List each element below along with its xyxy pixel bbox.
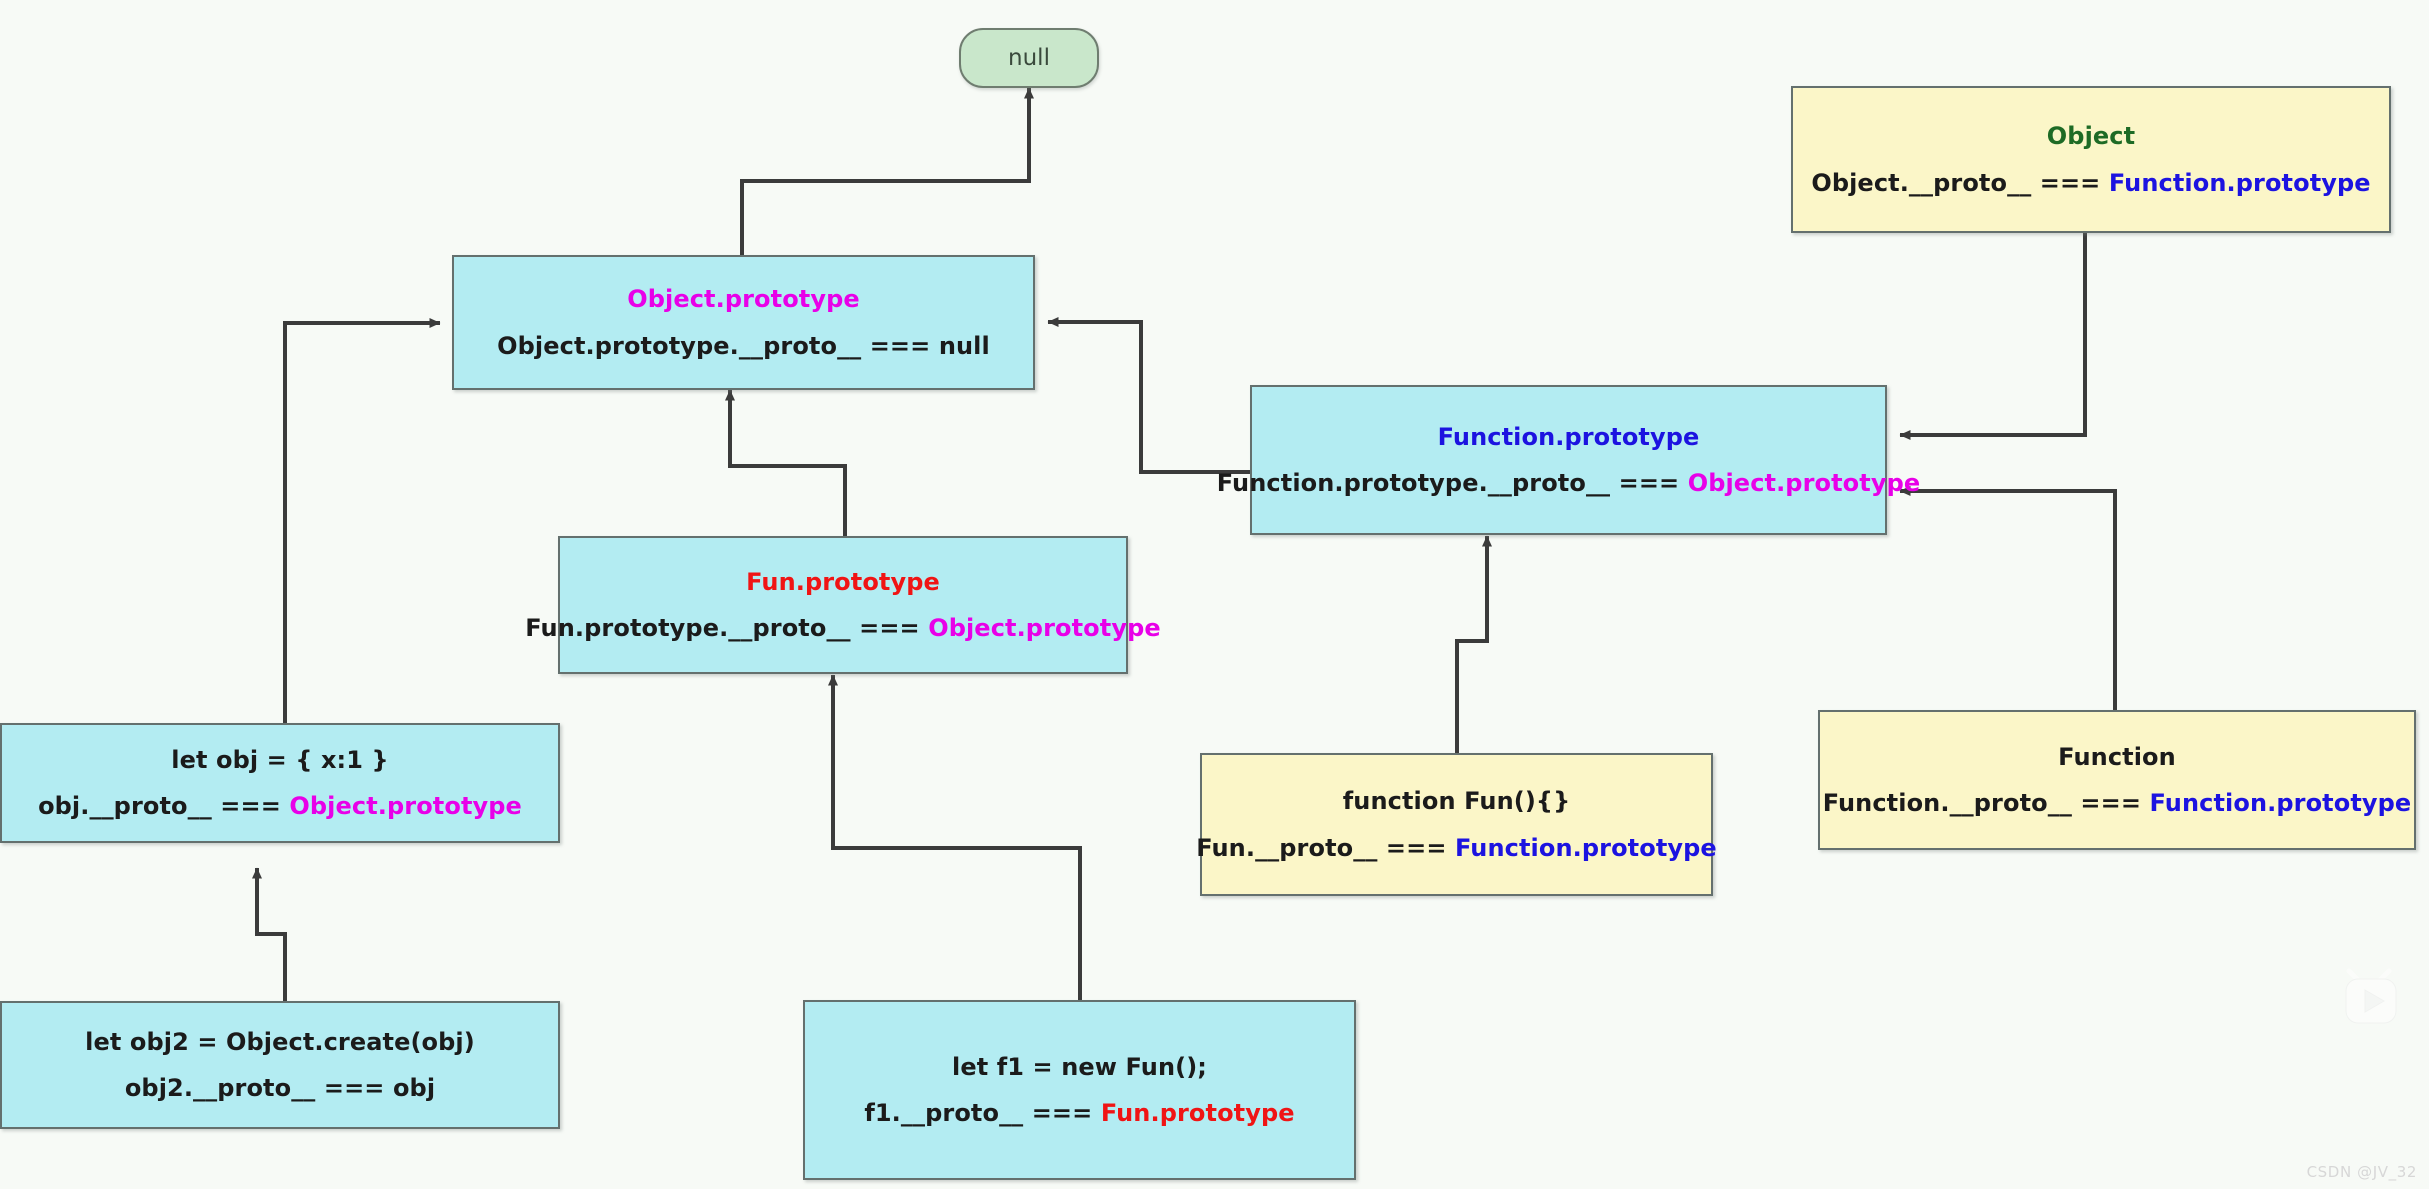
node-obj-body-suffix: Object.prototype	[289, 792, 522, 820]
node-fun-function-body-suffix: Function.prototype	[1454, 833, 1717, 862]
edge-obj-objectprototype	[283, 318, 441, 723]
edge-obj2-obj	[252, 867, 287, 1001]
node-function-prototype-body: Function.prototype.__proto__ === Object.…	[1217, 470, 1921, 496]
node-object-ctor-title: Object	[2046, 122, 2136, 151]
edge-functionprototype-objectprototype	[1047, 317, 1250, 474]
node-fun-prototype[interactable]: Fun.prototype Fun.prototype.__proto__ ==…	[525, 536, 1161, 674]
node-object-ctor-body-prefix: Object.__proto__ ===	[1811, 168, 2109, 197]
node-obj2-body-prefix: obj2.__proto__ ===	[124, 1074, 393, 1102]
node-f1-body: f1.__proto__ === Fun.prototype	[864, 1100, 1294, 1126]
node-f1-body-suffix: Fun.prototype	[1100, 1099, 1295, 1127]
node-obj2[interactable]: let obj2 = Object.create(obj) obj2.__pro…	[0, 1001, 560, 1129]
node-fun-function-body: Fun.__proto__ === Function.prototype	[1196, 833, 1717, 862]
node-function-prototype-body-prefix: Function.prototype.__proto__ ===	[1216, 469, 1688, 497]
node-function-ctor-title: Function	[2058, 742, 2176, 771]
node-function-ctor-body-prefix: Function.__proto__ ===	[1822, 789, 2150, 817]
node-f1-title: let f1 = new Fun();	[952, 1052, 1207, 1081]
edge-f1-funprototype	[828, 674, 1082, 1000]
edge-functionctor-functionprototype	[1899, 486, 2117, 710]
node-fun-prototype-title: Fun.prototype	[746, 567, 940, 596]
node-object-prototype[interactable]: Object.prototype Object.prototype.__prot…	[452, 255, 1035, 390]
node-f1-body-prefix: f1.__proto__ ===	[864, 1099, 1101, 1127]
node-obj2-body-suffix: obj	[392, 1074, 436, 1102]
node-function-ctor[interactable]: Function Function.__proto__ === Function…	[1818, 710, 2416, 850]
node-fun-prototype-body-prefix: Fun.prototype.__proto__ ===	[525, 614, 929, 642]
node-fun-prototype-body: Fun.prototype.__proto__ === Object.proto…	[525, 615, 1161, 641]
node-object-prototype-title: Object.prototype	[627, 285, 860, 314]
node-fun-function-body-prefix: Fun.__proto__ ===	[1196, 833, 1455, 862]
node-fun-function-title: function Fun(){}	[1342, 787, 1571, 816]
node-function-prototype-title: Function.prototype	[1437, 422, 1700, 451]
node-null[interactable]: null	[959, 28, 1099, 88]
node-function-ctor-body-suffix: Function.prototype	[2149, 789, 2412, 817]
node-obj-body-prefix: obj.__proto__ ===	[38, 792, 290, 820]
edge-objectctor-functionprototype	[1899, 233, 2087, 440]
node-object-prototype-body: Object.prototype.__proto__ === null	[497, 331, 990, 360]
node-obj[interactable]: let obj = { x:1 } obj.__proto__ === Obje…	[0, 723, 560, 843]
node-fun-prototype-body-suffix: Object.prototype	[928, 614, 1161, 642]
node-object-ctor-body-suffix: Function.prototype	[2108, 168, 2371, 197]
node-function-prototype[interactable]: Function.prototype Function.prototype.__…	[1217, 385, 1920, 535]
node-obj2-title: let obj2 = Object.create(obj)	[85, 1027, 475, 1056]
node-object-ctor[interactable]: Object Object.__proto__ === Function.pro…	[1791, 86, 2391, 233]
node-obj-body: obj.__proto__ === Object.prototype	[38, 793, 522, 819]
node-obj-title: let obj = { x:1 }	[171, 745, 389, 774]
node-object-prototype-body-suffix: null	[938, 331, 990, 360]
tv-play-icon	[2336, 968, 2408, 1030]
node-null-label: null	[1008, 45, 1050, 71]
node-object-prototype-body-prefix: Object.prototype.__proto__ ===	[497, 331, 939, 360]
node-function-ctor-body: Function.__proto__ === Function.prototyp…	[1823, 790, 2412, 816]
node-object-ctor-body: Object.__proto__ === Function.prototype	[1811, 168, 2371, 197]
edge-funfunction-functionprototype	[1455, 535, 1492, 753]
node-f1[interactable]: let f1 = new Fun(); f1.__proto__ === Fun…	[803, 1000, 1356, 1180]
watermark-text: CSDN @JV_32	[2306, 1163, 2417, 1181]
node-fun-function[interactable]: function Fun(){} Fun.__proto__ === Funct…	[1196, 753, 1717, 896]
edge-funprototype-objectprototype	[725, 389, 847, 536]
node-function-prototype-body-suffix: Object.prototype	[1687, 469, 1921, 497]
edge-objectprototype-null	[740, 87, 1034, 255]
node-obj2-body: obj2.__proto__ === obj	[125, 1075, 435, 1101]
